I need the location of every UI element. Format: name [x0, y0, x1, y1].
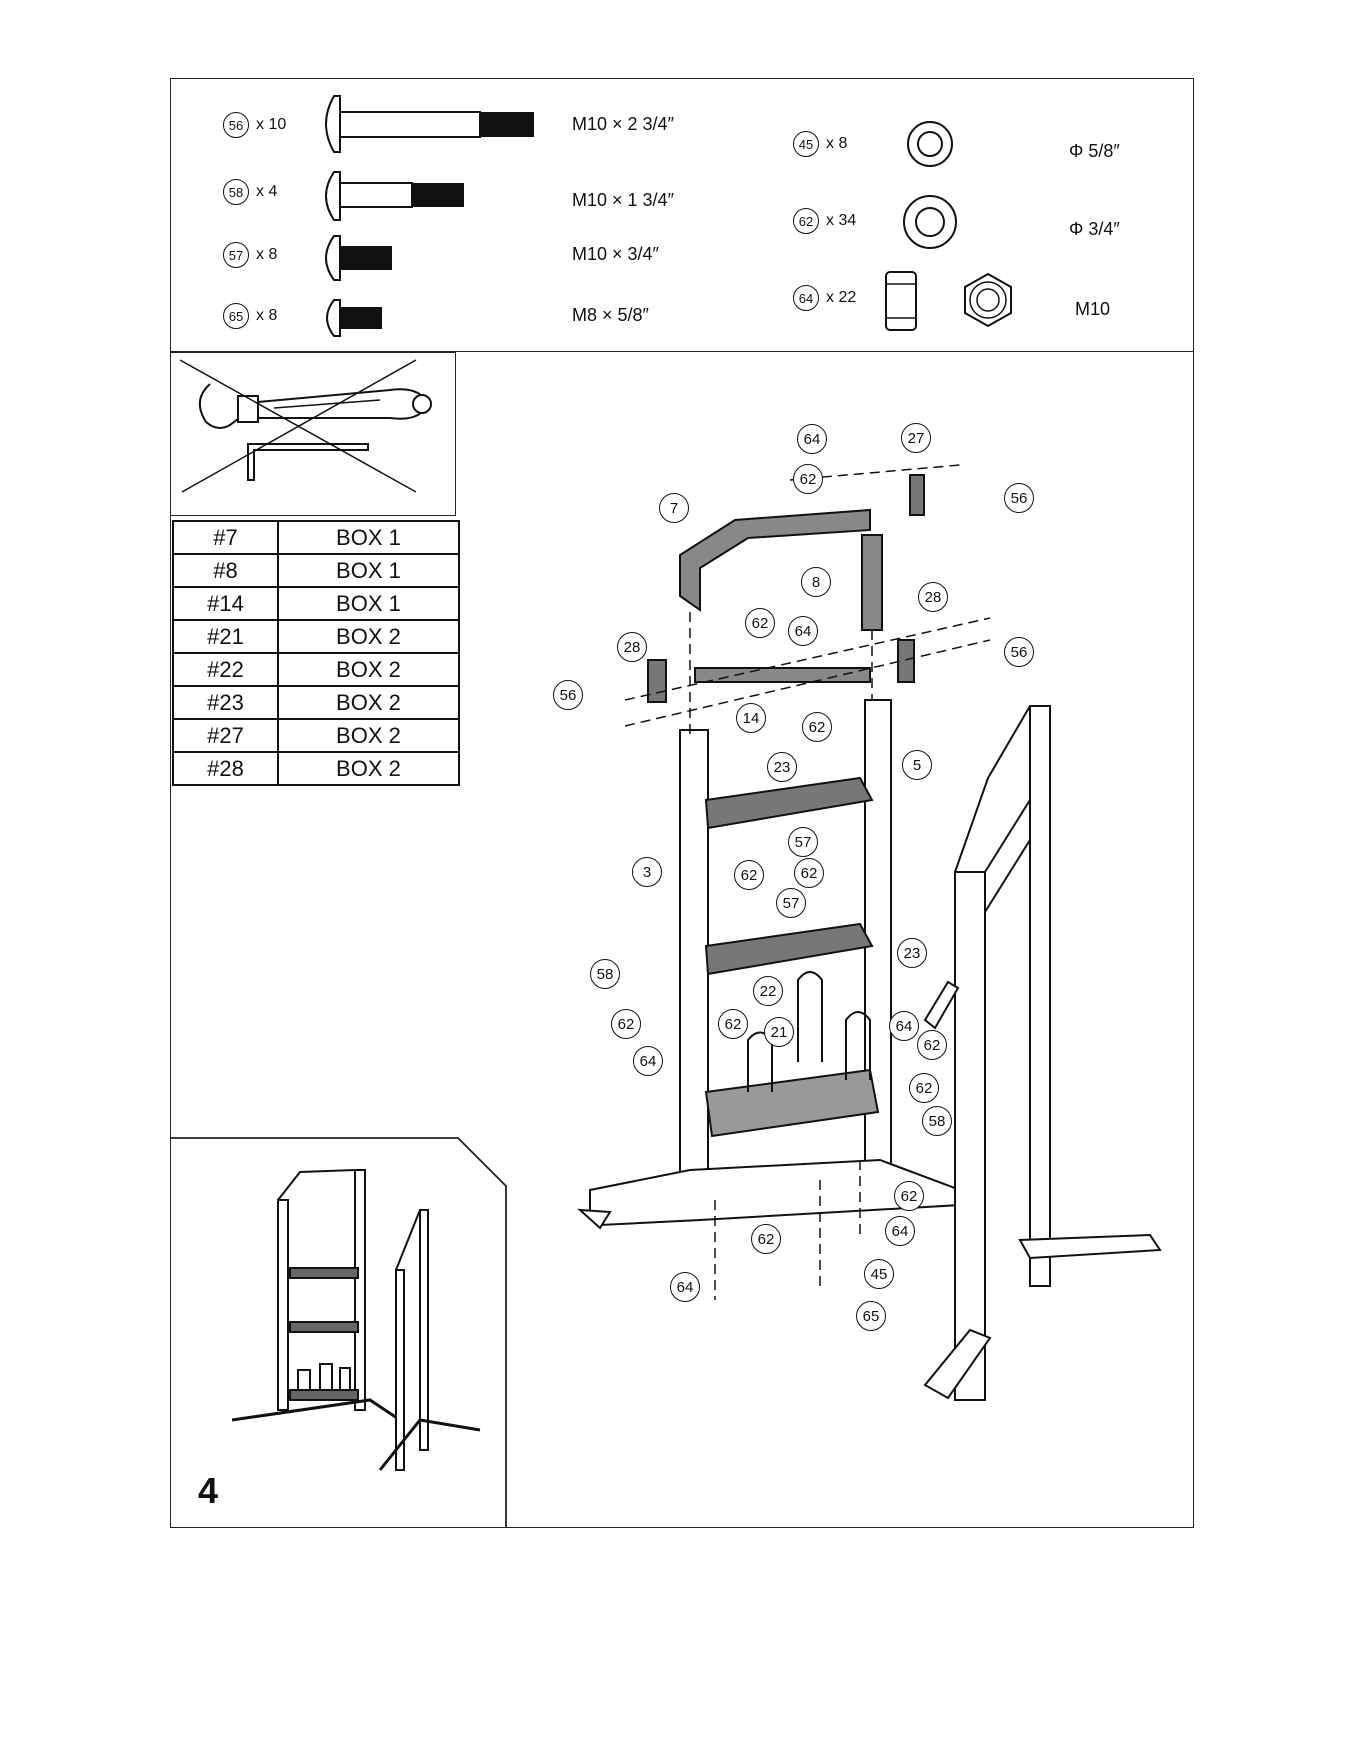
- part-callout: 62: [718, 1009, 748, 1039]
- hardware-qty: x 8: [826, 135, 848, 152]
- washer-62-icon: [903, 195, 957, 249]
- part-callout: 21: [764, 1017, 794, 1047]
- part-callout: 64: [633, 1046, 663, 1076]
- hardware-spec: M10 × 1 3/4″: [572, 190, 674, 210]
- part-callout: 62: [745, 608, 775, 638]
- part-callout: 62: [734, 860, 764, 890]
- hardware-panel: 56 x 10 M10 × 2 3/4″ 58 x 4 M10 × 1 3/4″…: [170, 78, 1194, 352]
- part-callout: 28: [918, 582, 948, 612]
- part-callout: 62: [794, 858, 824, 888]
- hardware-qty: x 10: [256, 116, 287, 133]
- part-callout: 56: [1004, 483, 1034, 513]
- part-callout: 62: [751, 1224, 781, 1254]
- bolt-57-icon: [325, 235, 392, 281]
- hardware-qty: x 4: [256, 183, 278, 200]
- hardware-spec: M10 × 2 3/4″: [572, 114, 674, 134]
- wrench-allen-key-crossed-icon: [179, 359, 432, 493]
- part-callout: 64: [797, 424, 827, 454]
- part-callout: 64: [889, 1011, 919, 1041]
- bolt-65-icon: [326, 299, 382, 337]
- part-number-circle: 62: [793, 208, 819, 234]
- part-callout: 62: [611, 1009, 641, 1039]
- bolt-56-icon: [325, 95, 534, 153]
- part-callout: 22: [753, 976, 783, 1006]
- part-callout: 62: [793, 464, 823, 494]
- part-callout: 5: [902, 750, 932, 780]
- part-callout: 65: [856, 1301, 886, 1331]
- step-number: 4: [198, 1470, 219, 1511]
- part-callout: 57: [776, 888, 806, 918]
- hardware-spec: M10: [1075, 299, 1111, 319]
- part-callout: 62: [917, 1030, 947, 1060]
- part-callout: 62: [909, 1073, 939, 1103]
- hardware-spec: M8 × 5/8″: [572, 305, 649, 325]
- part-callout: 62: [802, 712, 832, 742]
- bolt-58-icon: [325, 171, 464, 221]
- part-callout: 45: [864, 1259, 894, 1289]
- part-callout: 23: [767, 752, 797, 782]
- part-callout: 27: [901, 423, 931, 453]
- hardware-qty: x 8: [256, 307, 278, 324]
- hardware-qty: x 8: [256, 246, 278, 263]
- assembled-view-illustration: [231, 1169, 481, 1471]
- part-number-circle: 57: [223, 242, 249, 268]
- part-callout: 23: [897, 938, 927, 968]
- part-number-circle: 45: [793, 131, 819, 157]
- nut-64-icon: [885, 271, 1012, 331]
- instruction-frame: [170, 78, 1194, 1528]
- part-callout: 7: [659, 493, 689, 523]
- hardware-qty: x 22: [826, 289, 857, 306]
- hardware-spec: M10 × 3/4″: [572, 244, 659, 264]
- part-callout: 3: [632, 857, 662, 887]
- hardware-spec: Φ 3/4″: [1069, 219, 1120, 239]
- part-callout: 56: [1004, 637, 1034, 667]
- part-number-circle: 65: [223, 303, 249, 329]
- hardware-spec: Φ 5/8″: [1069, 141, 1120, 161]
- part-callout: 58: [922, 1106, 952, 1136]
- part-number-circle: 64: [793, 285, 819, 311]
- part-callout: 14: [736, 703, 766, 733]
- part-callout: 58: [590, 959, 620, 989]
- part-callout: 57: [788, 827, 818, 857]
- part-callout: 56: [553, 680, 583, 710]
- tools-panel: [170, 352, 456, 516]
- inset-frame: [170, 1137, 507, 1528]
- part-number-circle: 56: [223, 112, 249, 138]
- part-callout: 64: [670, 1272, 700, 1302]
- part-callout: 64: [788, 616, 818, 646]
- part-callout: 28: [617, 632, 647, 662]
- part-callout: 64: [885, 1216, 915, 1246]
- part-number-circle: 58: [223, 179, 249, 205]
- washer-45-icon: [907, 121, 953, 167]
- part-callout: 8: [801, 567, 831, 597]
- hardware-qty: x 34: [826, 212, 857, 229]
- part-callout: 62: [894, 1181, 924, 1211]
